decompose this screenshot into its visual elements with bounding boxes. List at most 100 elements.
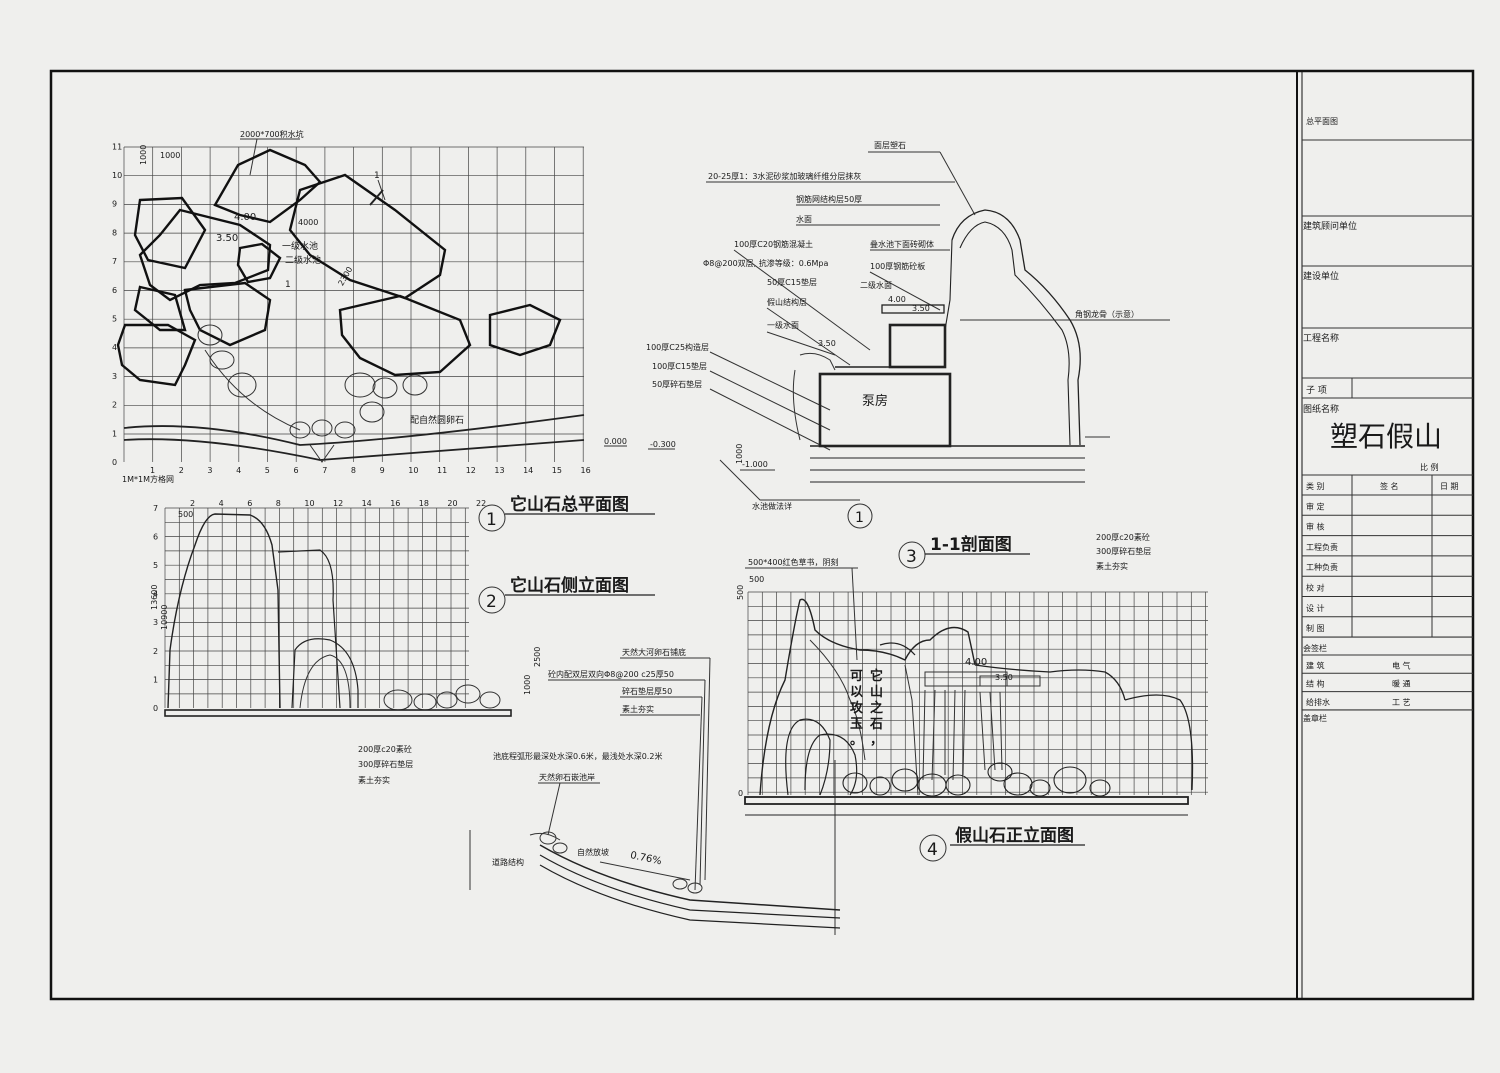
- tb-role: 制 图: [1306, 623, 1325, 633]
- side-y-tick: 4: [153, 590, 158, 599]
- front-grid: [747, 591, 1208, 795]
- side-y-tick: 2: [153, 647, 158, 656]
- plan-x-tick: 14: [523, 466, 533, 475]
- side-number: 2: [486, 592, 497, 612]
- poem-char: 攻: [850, 700, 864, 716]
- side-found-2: 300厚碎石垫层: [358, 759, 413, 769]
- pond-slope: 自然放坡: [577, 847, 609, 857]
- tb-role: 审 定: [1306, 501, 1325, 511]
- tb-discipline: 电 气: [1392, 660, 1411, 670]
- plan-x-tick: 12: [466, 466, 476, 475]
- tb-discipline: 暖 通: [1392, 679, 1411, 689]
- tb-role: 校 对: [1306, 583, 1325, 593]
- plan-section-mark-a: 1: [374, 171, 380, 181]
- tb-consultant: 建筑顾问单位: [1303, 220, 1357, 232]
- plan-y-tick: 9: [112, 200, 117, 209]
- front-brick-label: 500*400红色草书，阴刻: [748, 557, 839, 567]
- front-number: 4: [927, 840, 938, 860]
- sec-rebar-label: Φ8@200双层, 抗渗等级：0.6Mpa: [703, 258, 828, 268]
- plan-y-tick: 3: [112, 372, 117, 381]
- tb-discipline: 给排水: [1306, 697, 1330, 707]
- poem-char: 以: [850, 685, 863, 700]
- sec-slab-label: 100厚钢筋砼板: [870, 261, 925, 271]
- sec-found-3: 素土夯实: [1096, 561, 1128, 571]
- plan-dim-4000: 4000: [298, 218, 318, 227]
- side-x-tick: 16: [390, 499, 400, 508]
- sheet-border: [49, 69, 1475, 1001]
- tb-overall-plan: 总平面图: [1306, 116, 1338, 126]
- plan-dim-1000v: 1000: [139, 145, 148, 165]
- tb-discipline: 结 构: [1306, 679, 1325, 689]
- pond-detail: 天然大河卵石铺底 砼内配双层双向Φ8@200 c25厚50 碎石垫层厚50 素土…: [469, 647, 841, 935]
- side-x-tick: 18: [419, 499, 429, 508]
- side-y-tick: 1: [153, 675, 158, 684]
- side-dim-2500: 2500: [533, 647, 542, 667]
- plan-y-tick: 6: [112, 286, 117, 295]
- poem-char: 可: [850, 669, 863, 684]
- plan-y-tick: 2: [112, 401, 117, 410]
- plan-y-tick: 0: [112, 458, 117, 467]
- tb-subitem: 子 项: [1306, 385, 1327, 396]
- sec-mesh-label: 钢筋网结构层50厚: [796, 194, 862, 204]
- sec-top-label: 面层塑石: [874, 141, 906, 150]
- plan-grid-note: 1M*1M方格网: [122, 474, 174, 484]
- poem-char: 玉: [850, 717, 863, 732]
- tb-role: 设 计: [1306, 603, 1325, 613]
- sec-water-label: 水面: [796, 214, 812, 224]
- side-y-tick: 7: [153, 504, 158, 513]
- plan-x-tick: 4: [236, 466, 241, 475]
- tb-client: 建设单位: [1303, 270, 1339, 282]
- tb-project: 工程名称: [1303, 332, 1339, 344]
- sec-gravel-label: 50厚碎石垫层: [652, 379, 702, 389]
- pond-soil: 素土夯实: [622, 704, 654, 714]
- front-zero: 0: [738, 789, 743, 798]
- side-x-tick: 10: [304, 499, 314, 508]
- front-dim-500b: 500: [736, 585, 745, 600]
- sheet-title: 塑石假山: [1330, 420, 1442, 453]
- side-x-tick: 14: [362, 499, 372, 508]
- poem-char: 之: [870, 700, 883, 716]
- plan-pool-2: 二级水池: [285, 254, 321, 266]
- sec-note: 水池做法详: [752, 501, 792, 511]
- pond-concrete: 砼内配双层双向Φ8@200 c25厚50: [548, 669, 674, 679]
- plan-x-tick: 16: [581, 466, 591, 475]
- plan-elev-neg03: -0.300: [650, 440, 676, 449]
- plan-x-tick: 11: [437, 466, 447, 475]
- rock-outline: [133, 285, 187, 332]
- scale-label: 比 例: [1420, 462, 1439, 472]
- sec-mortar-label: 20-25厚1：3水泥砂浆加玻璃纤维分层抹灰: [708, 171, 861, 181]
- side-y-tick: 5: [153, 561, 158, 570]
- tb-header-date: 日 期: [1440, 482, 1459, 491]
- front-title: 假山石正立面图: [955, 825, 1074, 846]
- side-dim-10900: 10900: [160, 605, 169, 630]
- plan-y-tick: 5: [112, 315, 117, 324]
- rock-outline: [116, 323, 197, 387]
- side-x-tick: 6: [247, 499, 252, 508]
- section-view: 面层塑石 20-25厚1：3水泥砂浆加玻璃纤维分层抹灰 钢筋网结构层50厚 水面…: [646, 141, 1170, 571]
- sec-brick-label: 叠水池下面砖砌体: [870, 239, 934, 249]
- pond-road: 道路结构: [492, 857, 524, 867]
- plan-y-tick: 10: [112, 171, 122, 180]
- side-x-tick: 12: [333, 499, 343, 508]
- rock-outline: [288, 173, 447, 300]
- plan-level-35: 3.50: [216, 233, 238, 244]
- side-dim-500: 500: [178, 510, 193, 519]
- plan-dim-1000h: 1000: [160, 151, 180, 160]
- tb-role: 审 核: [1306, 522, 1325, 532]
- sec-c15-label: 50厚C15垫层: [767, 277, 817, 287]
- pond-depth: 池底程弧形最深处水深0.6米，最浅处水深0.2米: [493, 751, 662, 761]
- plan-pit-label: 2000*700积水坑: [240, 129, 304, 139]
- side-x-tick: 20: [447, 499, 457, 508]
- tb-role: 工种负责: [1306, 562, 1338, 572]
- front-number-circle: [919, 834, 947, 862]
- side-x-tick: 4: [219, 499, 224, 508]
- plan-x-tick: 13: [494, 466, 504, 475]
- sec-level-35: 3.50: [818, 339, 836, 348]
- tb-discipline: 工 艺: [1392, 698, 1411, 707]
- plan-pool-1: 一级水池: [282, 240, 318, 252]
- plan-x-tick: 10: [408, 466, 418, 475]
- sec-pool1-label: 一级水面: [767, 320, 799, 330]
